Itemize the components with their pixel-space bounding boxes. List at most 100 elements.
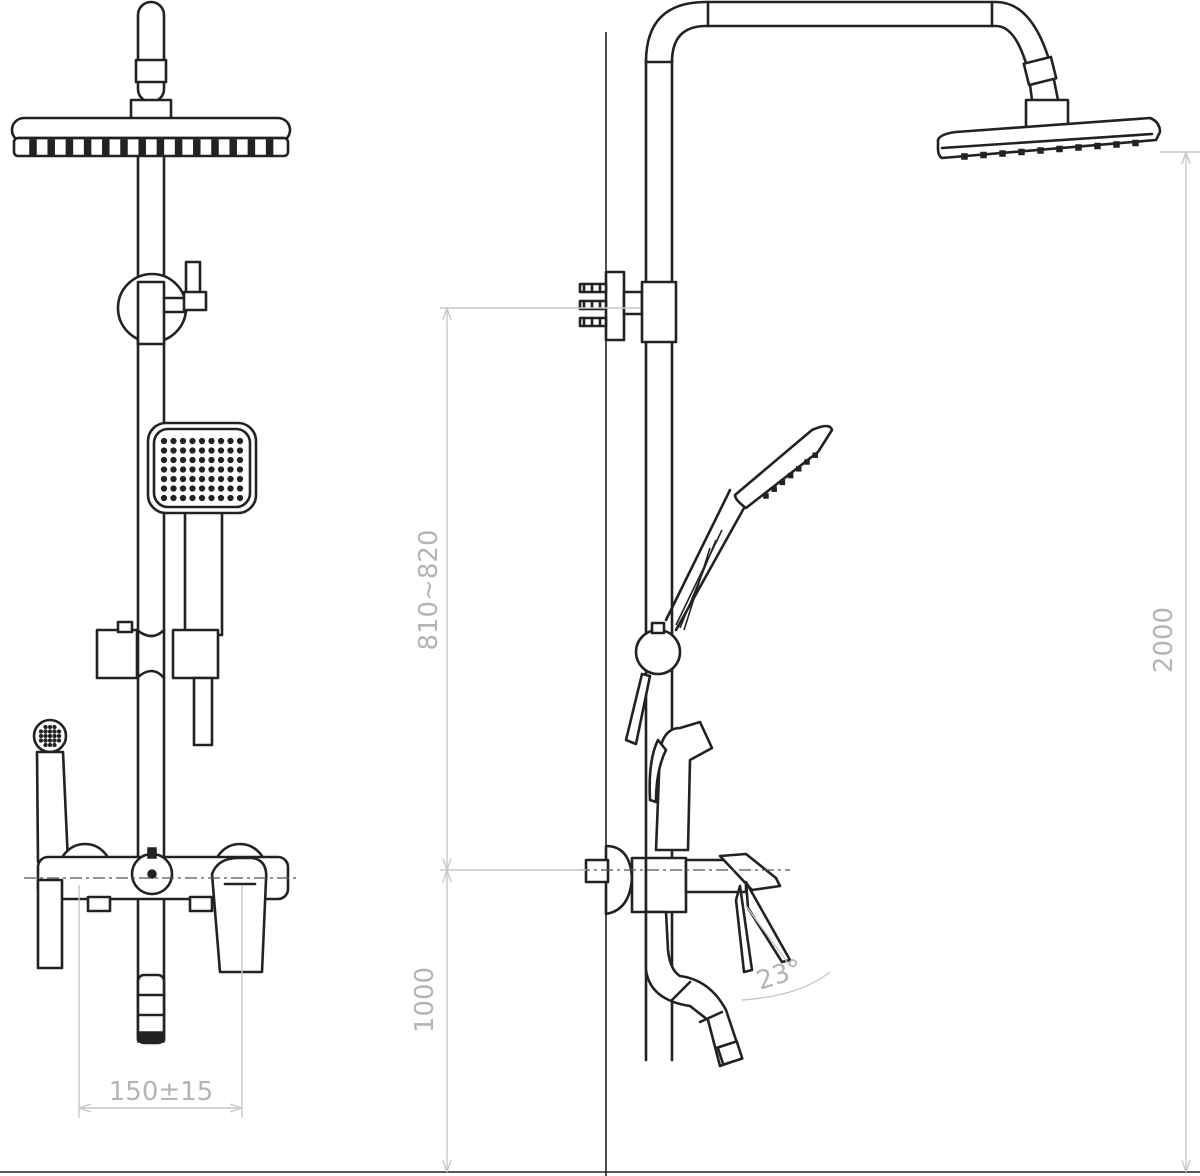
nozzle (211, 139, 219, 156)
nozzle (247, 139, 256, 156)
spray-hole (189, 494, 196, 502)
spray-hole (198, 475, 206, 483)
spray-hole (236, 475, 244, 483)
spray-hole (198, 447, 206, 454)
spray-hole (227, 456, 234, 464)
front-wall-bracket (116, 260, 208, 346)
spray-hole (787, 472, 794, 479)
spray-hole (208, 447, 215, 454)
spray-hole (179, 437, 187, 445)
spray-hole (52, 733, 57, 739)
spray-hole (208, 466, 215, 473)
spray-hole (236, 447, 244, 454)
spray-hole (236, 466, 244, 473)
spray-hole (217, 456, 225, 464)
spray-hole (189, 447, 196, 454)
spray-hole (189, 466, 196, 473)
spray-hole (179, 494, 187, 502)
spray-hole (236, 485, 244, 492)
spray-hole (779, 479, 786, 486)
nozzle (65, 139, 74, 156)
spray-hole (179, 456, 187, 464)
spray-hole (198, 456, 206, 464)
spray-hole (179, 466, 187, 473)
front-rain-shower-head (10, 116, 292, 158)
spout-spacing-dimension: 150±15 (78, 885, 243, 1118)
spray-hole (227, 475, 234, 483)
spray-hole (217, 437, 225, 445)
spray-hole (812, 452, 818, 458)
spray-hole (38, 733, 44, 739)
mixer-height-label: 1000 (410, 967, 440, 1033)
spray-hole (170, 437, 177, 445)
spray-hole (43, 742, 48, 748)
nozzle (83, 139, 92, 156)
spray-hole (217, 494, 225, 502)
spray-hole (179, 475, 187, 483)
spray-hole (189, 475, 196, 483)
spray-hole (217, 447, 225, 454)
spray-hole (227, 466, 234, 473)
spray-hole (208, 456, 215, 464)
nozzle (1132, 139, 1139, 147)
spray-hole (38, 729, 44, 734)
spray-hole (208, 475, 215, 483)
spray-hole (804, 459, 810, 465)
spray-hole (56, 738, 62, 743)
spray-hole (170, 456, 177, 464)
spray-hole (52, 738, 57, 743)
spray-hole (52, 724, 57, 730)
spray-hole (217, 475, 225, 483)
spray-hole (189, 456, 196, 464)
spray-hole (236, 437, 244, 445)
side-rain-shower-head (936, 116, 1162, 160)
spray-hole (47, 742, 53, 748)
side-bidet-sprayer (648, 720, 714, 852)
nozzle (174, 139, 183, 156)
nozzle (1037, 147, 1044, 154)
nozzle (193, 139, 201, 156)
nozzle (1075, 144, 1082, 151)
spray-hole (217, 466, 225, 473)
spray-hole (208, 494, 215, 502)
spray-hole (47, 729, 53, 734)
nozzle (1113, 141, 1120, 148)
side-mixer (578, 844, 792, 974)
total-height-label: 2000 (1149, 607, 1179, 673)
spray-hole (179, 485, 187, 492)
spray-hole (56, 733, 62, 739)
spray-hole (160, 456, 168, 464)
spray-hole (160, 494, 168, 502)
spray-hole (208, 437, 215, 445)
front-mixer (24, 842, 298, 974)
spray-hole (160, 485, 168, 492)
front-bidet-sprayer (32, 718, 70, 864)
nozzle (980, 151, 987, 159)
nozzle (1018, 148, 1025, 156)
nozzle (120, 139, 128, 156)
front-hand-shower (146, 421, 258, 637)
spray-hole (179, 447, 187, 454)
height-dimensions: 810~820 1000 2000 (410, 151, 1200, 1173)
nozzle (1056, 145, 1063, 153)
nozzle (29, 139, 37, 156)
spray-hole (198, 466, 206, 473)
spray-hole (198, 494, 206, 502)
spray-hole (170, 475, 177, 483)
spray-hole (796, 466, 802, 472)
side-overhead-arm (644, 0, 1070, 130)
spray-hole (43, 733, 48, 739)
spray-hole (170, 466, 177, 473)
spray-hole (160, 466, 168, 473)
spray-hole (56, 729, 62, 734)
spray-hole (52, 742, 57, 748)
spray-hole (189, 437, 196, 445)
spray-hole (227, 447, 234, 454)
nozzle (999, 150, 1006, 157)
spray-hole (236, 456, 244, 464)
side-slide-holder (624, 621, 682, 746)
spray-hole (227, 437, 234, 445)
side-bath-spout (644, 910, 744, 1068)
nozzle (102, 139, 110, 156)
